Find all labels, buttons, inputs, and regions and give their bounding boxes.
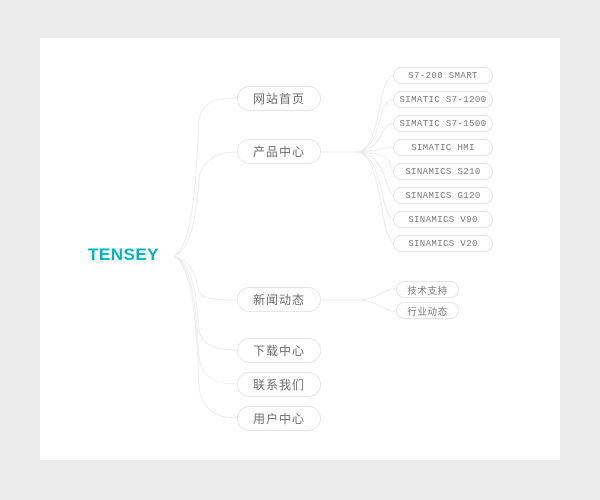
node-product-center-label: 产品中心 (252, 145, 305, 159)
node-industry-news[interactable]: 行业动态 (396, 302, 459, 319)
node-user-center-label: 用户中心 (252, 412, 305, 426)
node-news-label: 新闻动态 (252, 293, 305, 307)
node-sinamics-s210-label: SINAMICS S210 (405, 166, 481, 177)
brand-logo: TENSEY (88, 245, 160, 264)
node-home[interactable]: 网站首页 (237, 86, 321, 111)
node-simatic-s7-1200-label: SIMATIC S7-1200 (399, 94, 487, 105)
node-industry-news-label: 行业动态 (407, 306, 448, 318)
node-sinamics-v20[interactable]: SINAMICS V20 (393, 235, 493, 252)
node-s7-200-smart[interactable]: S7-200 SMART (393, 67, 493, 84)
node-tech-support-label: 技术支持 (407, 285, 448, 297)
node-simatic-s7-1500[interactable]: SIMATIC S7-1500 (393, 115, 493, 132)
node-contact-us[interactable]: 联系我们 (237, 372, 321, 397)
node-sinamics-g120-label: SINAMICS G120 (405, 190, 481, 201)
node-contact-us-label: 联系我们 (252, 378, 305, 392)
node-simatic-s7-1200[interactable]: SIMATIC S7-1200 (393, 91, 493, 108)
node-simatic-hmi-label: SIMATIC HMI (411, 142, 475, 153)
node-simatic-s7-1500-label: SIMATIC S7-1500 (399, 118, 487, 129)
node-simatic-hmi[interactable]: SIMATIC HMI (393, 139, 493, 156)
node-tech-support[interactable]: 技术支持 (396, 281, 459, 298)
node-download-center-label: 下载中心 (252, 344, 305, 358)
node-user-center[interactable]: 用户中心 (237, 406, 321, 431)
node-s7-200-smart-label: S7-200 SMART (408, 70, 478, 81)
node-sinamics-v90-label: SINAMICS V90 (408, 214, 478, 225)
node-sinamics-s210[interactable]: SINAMICS S210 (393, 163, 493, 180)
node-home-label: 网站首页 (252, 92, 305, 106)
node-sinamics-v90[interactable]: SINAMICS V90 (393, 211, 493, 228)
node-download-center[interactable]: 下载中心 (237, 338, 321, 363)
node-sinamics-v20-label: SINAMICS V20 (408, 238, 478, 249)
node-sinamics-g120[interactable]: SINAMICS G120 (393, 187, 493, 204)
node-news[interactable]: 新闻动态 (237, 287, 321, 312)
node-product-center[interactable]: 产品中心 (237, 139, 321, 164)
